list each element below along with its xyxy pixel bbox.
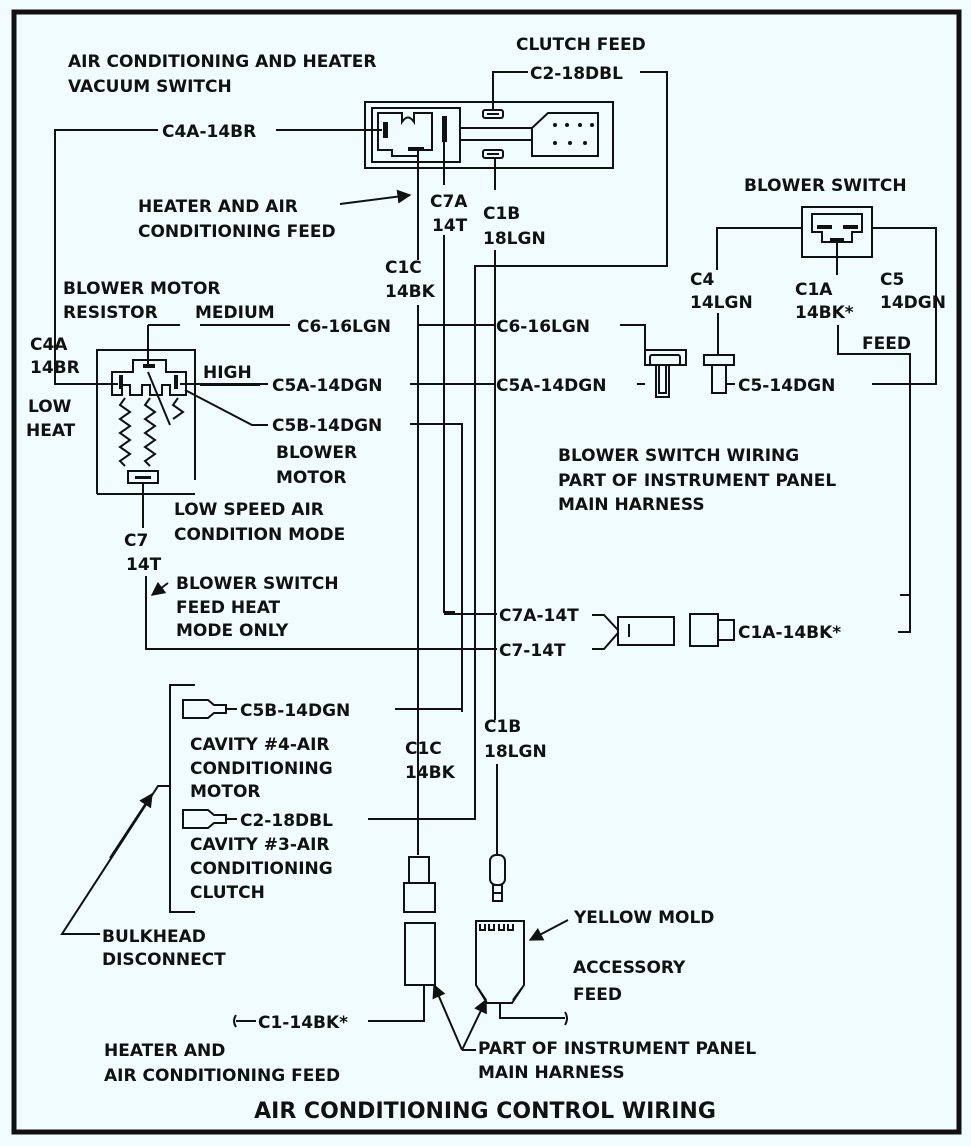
wire-c5-switch-1: C5 [880, 270, 904, 290]
cavity3-label-1: CAVITY #3-AIR [190, 835, 330, 855]
c1c-plug-connector [403, 856, 436, 986]
wire-c5b-14dgn-top: C5B-14DGN [272, 416, 382, 436]
blower-switch-feed-label-2: FEED HEAT [176, 598, 281, 618]
wire-c1b-bottom-1: C1B [484, 717, 521, 737]
bulkhead-label-2: DISCONNECT [102, 950, 226, 970]
vacuum-switch [364, 101, 614, 169]
blower-switch-wiring-label-2: PART OF INSTRUMENT PANEL [558, 471, 836, 491]
wire-c5a-14dgn-right: C5A-14DGN [496, 376, 606, 396]
blower-switch-feed-label-3: MODE ONLY [176, 621, 289, 641]
yellow-mold-connector [475, 920, 525, 1004]
yellow-mold-label: YELLOW MOLD [573, 908, 714, 928]
wire-c5-switch-2: 14DGN [880, 293, 946, 313]
wire-c1a-switch-2: 14BK* [795, 303, 854, 323]
cavity3-label-2: CONDITIONING [190, 859, 333, 879]
cavity4-label-2: CONDITIONING [190, 759, 333, 779]
medium-label: MEDIUM [195, 303, 275, 323]
cavity4-label-3: MOTOR [190, 782, 261, 802]
wire-c4a-left-2: 14BR [30, 358, 80, 378]
wire-c1b-top-1: C1B [483, 204, 520, 224]
wire-c5a-14dgn-left: C5A-14DGN [272, 376, 382, 396]
wire-c1c-top-1: C1C [385, 258, 422, 278]
heater-ac-feed-label-2: CONDITIONING FEED [138, 222, 336, 242]
low-speed-ac-label-2: CONDITION MODE [174, 525, 345, 545]
connector-c6-c5a [644, 349, 687, 398]
wire-c1a-14bk: C1A-14BK* [738, 623, 841, 643]
wire-c5b-14dgn-bottom: C5B-14DGN [240, 701, 350, 721]
wire-c4a-left-1: C4A [30, 335, 68, 355]
wire-c7a-top-2: 14T [432, 216, 468, 236]
connector-c1a-socket [689, 613, 719, 647]
diagram-frame [11, 9, 962, 1135]
high-label: HIGH [203, 363, 252, 383]
c1b-plug-connector [489, 854, 506, 902]
low-speed-ac-label-1: LOW SPEED AIR [174, 500, 324, 520]
ip-harness-label-2: MAIN HARNESS [478, 1063, 625, 1083]
cavity4-terminal-icon [182, 699, 237, 719]
clutch-feed-label: CLUTCH FEED [516, 35, 646, 55]
blower-switch-label: BLOWER SWITCH [744, 176, 907, 196]
wire-c2-18dbl-top: C2-18DBL [530, 64, 623, 84]
wire-c4-switch-1: C4 [690, 270, 714, 290]
wire-c7-14t: C7-14T [499, 641, 566, 661]
low-heat-label-1: LOW [28, 397, 72, 417]
wire-c1c-top-2: 14BK [385, 282, 436, 302]
wire-c1b-bottom-2: 18LGN [484, 742, 547, 762]
feed-label: FEED [862, 334, 911, 354]
low-heat-label-2: HEAT [26, 421, 76, 441]
connector-c4-c5 [703, 354, 735, 394]
blower-motor-label-2: MOTOR [276, 468, 347, 488]
wire-c1-14bk: C1-14BK* [258, 1013, 348, 1033]
bulkhead-label-1: BULKHEAD [102, 927, 206, 947]
wire-c7-left-1: C7 [124, 531, 148, 551]
heater-ac-feed-bottom-1: HEATER AND [104, 1041, 225, 1061]
accessory-feed-label-2: FEED [573, 985, 622, 1005]
vacuum-switch-label-1: AIR CONDITIONING AND HEATER [68, 52, 377, 72]
blower-switch-feed-label-1: BLOWER SWITCH [176, 574, 339, 594]
wire-c5-14dgn: C5-14DGN [738, 376, 835, 396]
wire-c6-16lgn-left: C6-16LGN [297, 317, 391, 337]
blower-motor-label-1: BLOWER [276, 443, 357, 463]
accessory-feed-label-1: ACCESSORY [573, 958, 686, 978]
blower-switch-wiring-label-3: MAIN HARNESS [558, 495, 705, 515]
wire-c4-switch-2: 14LGN [690, 293, 753, 313]
diagram-title: AIR CONDITIONING CONTROL WIRING [254, 1099, 716, 1124]
cavity3-label-3: CLUTCH [190, 883, 265, 903]
wire-c1b-top-2: 18LGN [483, 229, 546, 249]
wire-c1a-switch-1: C1A [795, 280, 833, 300]
blower-switch-wiring-label-1: BLOWER SWITCH WIRING [558, 446, 799, 466]
vacuum-switch-label-2: VACUUM SWITCH [68, 77, 232, 97]
heater-ac-feed-label-1: HEATER AND AIR [138, 197, 298, 217]
cavity3-terminal-icon [182, 809, 237, 829]
wire-c7a-top-1: C7A [430, 192, 468, 212]
wire-c7-left-2: 14T [126, 555, 162, 575]
heater-ac-feed-bottom-2: AIR CONDITIONING FEED [104, 1066, 340, 1086]
resistor-label-1: BLOWER MOTOR [63, 279, 221, 299]
wire-c7a-14t: C7A-14T [499, 606, 579, 626]
wire-c4a-14br: C4A-14BR [162, 122, 256, 142]
wire-c2-18dbl-bottom: C2-18DBL [240, 811, 333, 831]
wire-c1c-bottom-1: C1C [405, 739, 442, 759]
ip-harness-label-1: PART OF INSTRUMENT PANEL [478, 1039, 756, 1059]
wire-c1c-bottom-2: 14BK [405, 763, 456, 783]
wire-c6-16lgn-right: C6-16LGN [496, 317, 590, 337]
resistor-label-2: RESISTOR [63, 303, 158, 323]
cavity4-label-1: CAVITY #4-AIR [190, 735, 330, 755]
connector-c7-plug [617, 616, 675, 646]
